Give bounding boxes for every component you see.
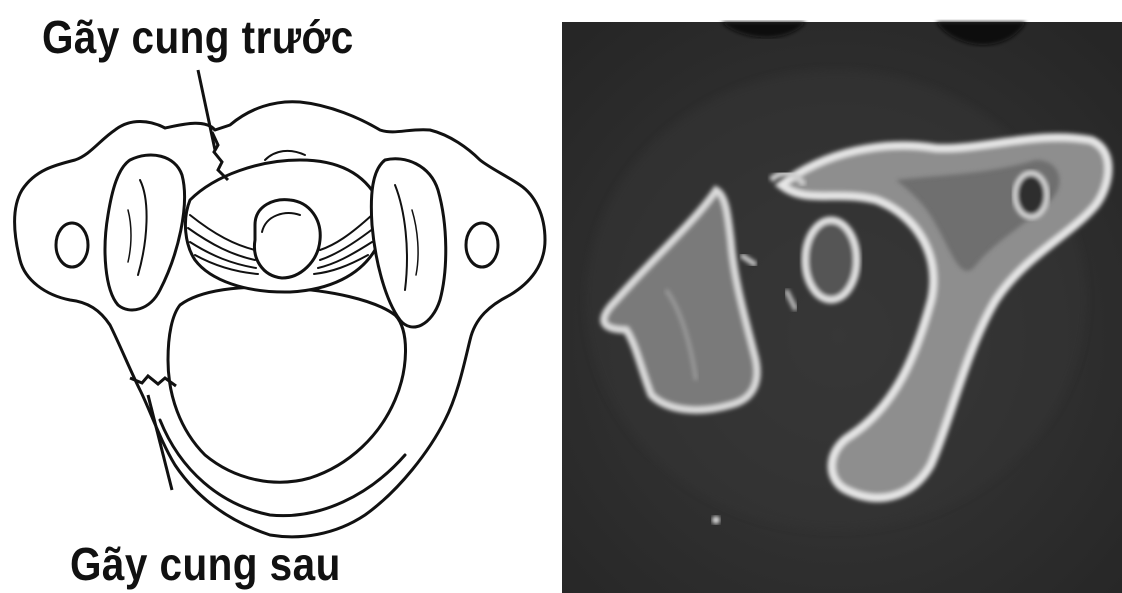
ct-dens [805, 220, 857, 300]
anterior-fracture-label: Gãy cung trước [42, 10, 354, 64]
right-transverse-foramen [466, 223, 498, 267]
ct-scan-panel [556, 0, 1122, 593]
atlas-diagram-panel: Gãy cung trước Gãy cung sau [0, 0, 556, 593]
posterior-fracture-label: Gãy cung sau [70, 537, 341, 591]
atlas-vertebra-drawing [0, 0, 556, 593]
left-transverse-foramen [56, 223, 88, 267]
ct-axial-image [556, 0, 1122, 593]
